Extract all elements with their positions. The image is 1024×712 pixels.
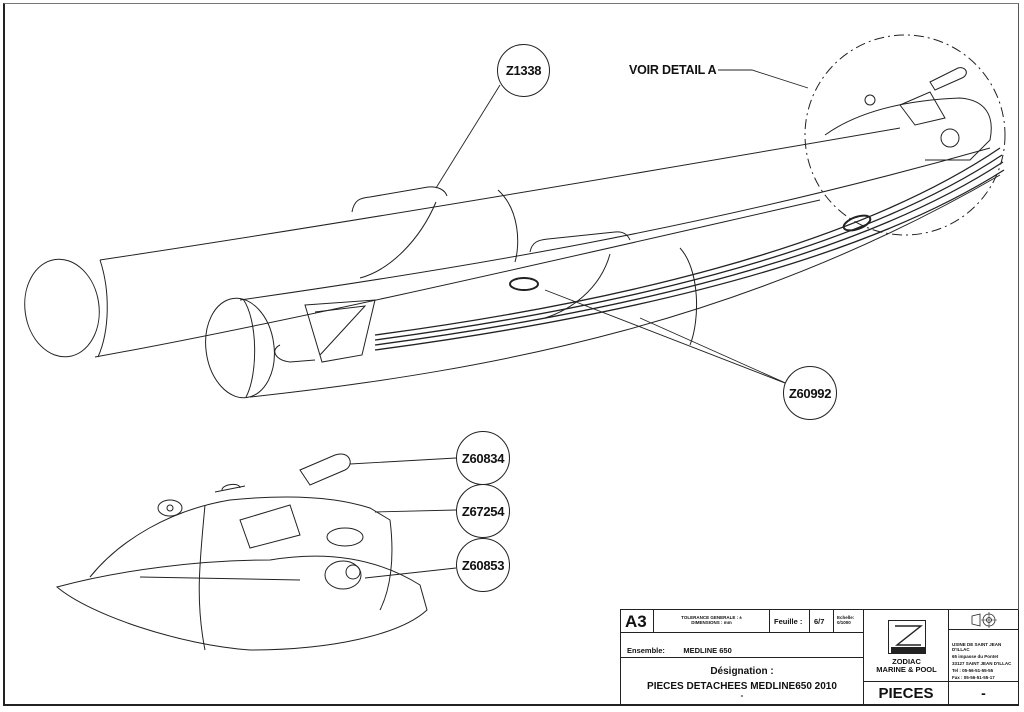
part-callout-z67254: Z67254 <box>456 484 510 538</box>
brand-name-line1: ZODIAC <box>892 657 921 666</box>
detail-a-note: VOIR DETAIL A <box>629 63 717 77</box>
brand-cell: ZODIAC MARINE & POOL <box>864 610 949 682</box>
sheet-format: A3 <box>621 610 654 633</box>
tolerance-general: TOLERANCE GENERALE : ± <box>681 615 742 620</box>
address-line: 65 impasse du Pontet <box>952 654 999 659</box>
inspection-port <box>509 277 539 291</box>
ensemble-row: Ensemble: MEDLINE 650 <box>621 633 864 658</box>
drawing-frame <box>3 3 1019 706</box>
tolerance-dimensions: DIMENSIONS : mm <box>691 620 732 625</box>
near-tube <box>205 147 1001 399</box>
scale-value: 0/1000 <box>837 620 851 625</box>
part-callout-z60853: Z60853 <box>456 538 510 592</box>
designation-cell: Désignation : PIECES DETACHEES MEDLINE65… <box>621 658 864 706</box>
designation-sub: - <box>740 691 744 700</box>
tolerance-cell: TOLERANCE GENERALE : ± DIMENSIONS : mm <box>654 610 770 633</box>
rubbing-strake <box>374 147 1005 351</box>
address-line: USINE DE SAINT JEAN D'ILLAC <box>952 642 1002 652</box>
revision: - <box>949 682 1019 706</box>
ensemble-value: MEDLINE 650 <box>683 646 732 655</box>
part-callout-z60834: Z60834 <box>456 431 510 485</box>
designation-label: Désignation : <box>710 666 774 677</box>
grab-handle-near <box>529 231 631 253</box>
zodiac-logo <box>888 620 926 654</box>
title-block: A3 TOLERANCE GENERALE : ± DIMENSIONS : m… <box>620 609 1019 706</box>
third-angle-projection-icon <box>971 612 997 628</box>
address-line: Fax : 05-56-51-55-17 <box>952 675 995 680</box>
designation-value: PIECES DETACHEES MEDLINE650 2010 <box>647 681 837 692</box>
part-callout-z60992: Z60992 <box>783 366 837 420</box>
part-callout-z1338: Z1338 <box>497 44 550 97</box>
address-line: Tel : 05-56-51-55-55 <box>952 668 994 673</box>
far-tube <box>24 127 901 358</box>
bow-deck <box>824 67 992 161</box>
grab-handle-far <box>351 186 448 213</box>
leader-lines <box>349 69 809 579</box>
scale-cell: Echelle: 0/1000 <box>834 610 864 633</box>
address-cell: USINE DE SAINT JEAN D'ILLAC 65 impasse d… <box>949 630 1019 682</box>
zodiac-emblem <box>274 299 376 363</box>
brand-name-line2: MARINE & POOL <box>876 665 937 674</box>
inspection-port <box>842 214 872 232</box>
detail-a-view <box>55 453 428 651</box>
sheet-label: Feuille : <box>770 610 810 633</box>
scale-label: Echelle: <box>837 615 855 620</box>
zodiac-z-icon <box>891 625 925 653</box>
address-line: 33127 SAINT JEAN D'ILLAC <box>952 661 1012 666</box>
detail-a-boundary <box>804 34 1006 236</box>
projection-cell <box>949 610 1019 630</box>
sheet-value: 6/7 <box>810 610 834 633</box>
doc-type: PIECES <box>864 682 949 706</box>
ensemble-label: Ensemble: <box>627 646 665 655</box>
